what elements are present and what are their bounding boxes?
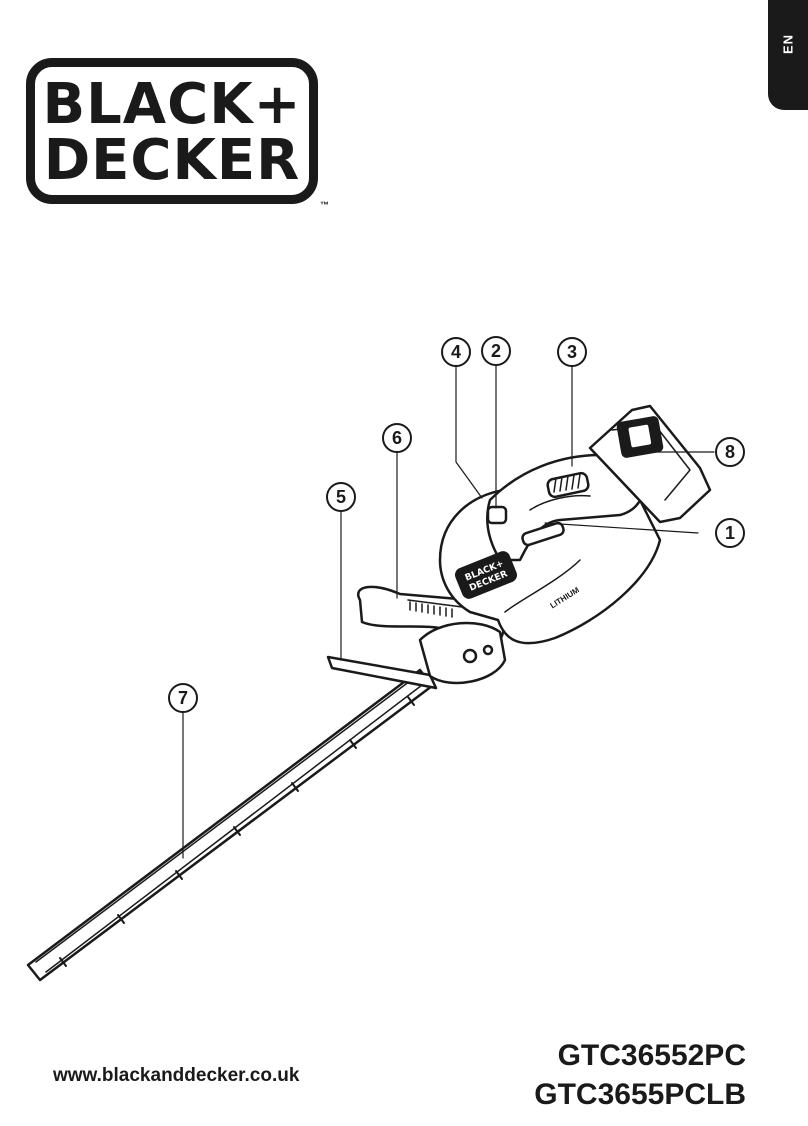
lock-off-button xyxy=(486,505,508,525)
gearbox xyxy=(418,621,507,685)
brand-logo-line2: DECKER xyxy=(43,128,301,193)
battery-pack xyxy=(588,404,712,524)
website-url: www.blackanddecker.co.uk xyxy=(53,1065,300,1086)
svg-text:5: 5 xyxy=(336,487,346,507)
blade xyxy=(26,668,434,982)
callout-5: 5 xyxy=(326,482,356,512)
svg-text:4: 4 xyxy=(451,342,461,362)
svg-text:2: 2 xyxy=(491,341,501,361)
callout-7: 7 xyxy=(168,683,198,713)
language-tab: EN xyxy=(768,0,808,110)
brand-logo: BLACK+ DECKER xyxy=(26,58,318,204)
svg-text:1: 1 xyxy=(725,523,735,543)
model-number-2: GTC3655PCLB xyxy=(534,1078,746,1111)
blade-guard xyxy=(326,655,438,690)
language-tab-label: EN xyxy=(780,33,796,55)
svg-text:7: 7 xyxy=(178,688,188,708)
callout-2: 2 xyxy=(481,336,511,366)
trademark-symbol: ™ xyxy=(320,200,329,210)
svg-text:6: 6 xyxy=(392,428,402,448)
hedge-trimmer-diagram: BLACK+ DECKER LITHIUM 1 2 3 4 5 6 xyxy=(26,336,745,982)
callout-8: 8 xyxy=(715,437,745,467)
brand-logo-line1: BLACK+ xyxy=(42,72,302,137)
body-logo-badge xyxy=(454,551,518,599)
callout-4: 4 xyxy=(441,337,471,367)
svg-text:8: 8 xyxy=(725,442,735,462)
callout-1: 1 xyxy=(715,518,745,548)
svg-text:3: 3 xyxy=(567,342,577,362)
callout-3: 3 xyxy=(557,337,587,367)
trigger-switch xyxy=(521,521,565,547)
model-number-1: GTC36552PC xyxy=(557,1039,746,1072)
callout-6: 6 xyxy=(382,423,412,453)
